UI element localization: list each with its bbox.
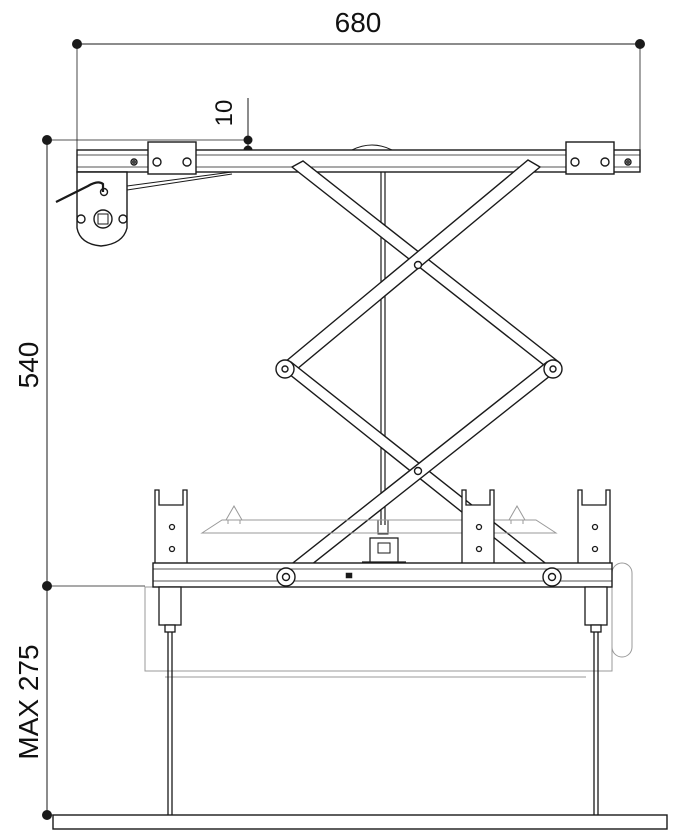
offset-dimension: 10 xyxy=(211,98,253,155)
top-right-end-bolt xyxy=(624,158,632,166)
bracket-right-hole-1 xyxy=(591,523,599,531)
width-dimension-label: 680 xyxy=(335,7,382,38)
projector-top-plate xyxy=(200,519,558,534)
scissor-mechanism xyxy=(275,159,563,581)
motor-hub-small-left xyxy=(76,214,86,224)
bottom-rail-marker xyxy=(345,572,353,579)
motor-hub-small-right xyxy=(118,214,128,224)
center-rod-connector xyxy=(377,519,389,535)
top-center-bump xyxy=(351,144,393,151)
scissor-pivot-center-upper xyxy=(413,260,423,270)
bottom-pivot-right-hole xyxy=(547,572,557,582)
top-right-bracket-hole-1 xyxy=(570,157,580,167)
bracket-left-hole-1 xyxy=(168,523,176,531)
top-left-end-bolt-inner xyxy=(132,160,136,164)
upper-height-dot-top xyxy=(42,135,52,145)
leg-right-nut xyxy=(590,624,602,633)
bracket-left-hole-2 xyxy=(168,545,176,553)
base-plate xyxy=(52,814,668,830)
width-dimension: 680 xyxy=(72,7,645,150)
leg-left-block xyxy=(158,586,182,626)
top-left-bracket-hole-2 xyxy=(182,157,192,167)
offset-dot-top xyxy=(243,135,253,145)
bottom-frame xyxy=(152,562,613,588)
bracket-center-hole-2 xyxy=(475,545,483,553)
leg-right-block xyxy=(584,586,608,626)
top-left-bracket-hole-1 xyxy=(152,157,162,167)
scissor-pivot-center-lower xyxy=(413,466,423,476)
center-rod-mount-bracket xyxy=(362,537,406,563)
offset-dimension-label: 10 xyxy=(211,100,238,127)
motor-brace-2 xyxy=(126,173,233,191)
motor-hub-outer xyxy=(93,209,113,229)
scissor-pivot-left-joint-hole xyxy=(281,365,289,373)
top-frame xyxy=(76,141,641,175)
lower-height-dot-bottom xyxy=(42,810,52,820)
top-left-end-bolt xyxy=(130,158,138,166)
upper-height-dimension-label: 540 xyxy=(13,342,44,389)
bottom-pivot-left-hole xyxy=(281,572,291,582)
bottom-rail xyxy=(152,562,613,588)
motor-hub-square xyxy=(97,213,109,225)
upper-height-dimension: 540 xyxy=(13,135,248,591)
power-cable xyxy=(55,181,105,203)
bracket-right-hole-2 xyxy=(591,545,599,553)
width-dimension-dot-left xyxy=(72,39,82,49)
projector-body xyxy=(144,586,613,672)
center-rod-mount-tab xyxy=(377,542,391,554)
scissor-pivot-right-joint-hole xyxy=(549,365,557,373)
motor-brace-1 xyxy=(126,171,233,187)
projector-lens-housing xyxy=(611,562,633,658)
width-dimension-dot-right xyxy=(635,39,645,49)
motor-housing xyxy=(76,171,128,247)
projector-foot-right xyxy=(508,504,526,524)
scissor-arm-upper-2 xyxy=(277,159,542,375)
suspension-legs xyxy=(158,586,608,815)
top-right-end-bolt-inner xyxy=(626,160,630,164)
bottom-side-brackets xyxy=(154,489,611,565)
lower-height-dimension-label: MAX 275 xyxy=(13,644,44,759)
top-right-bracket-hole-2 xyxy=(600,157,610,167)
bracket-center-hole-1 xyxy=(475,523,483,531)
projector-foot-left xyxy=(225,504,243,524)
top-rail xyxy=(76,149,641,173)
leg-left-nut xyxy=(164,624,176,633)
lower-height-dimension: MAX 275 xyxy=(13,586,60,820)
motor-unit xyxy=(55,171,233,247)
